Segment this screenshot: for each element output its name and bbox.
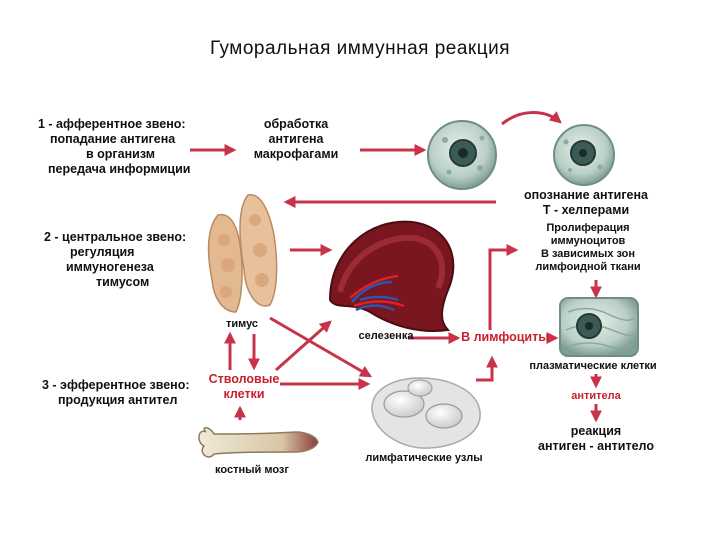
t-helper-cell-image [553, 124, 615, 186]
lymph-nodes-image [371, 377, 481, 449]
macrophage-cell-image [427, 120, 497, 190]
arrow-lymph-nodes-up [476, 355, 498, 382]
proliferation-label: Пролиферация иммуноцитов В зависимых зон… [535, 222, 641, 273]
plasma-cell-image [559, 297, 639, 357]
flow-arrows [190, 111, 602, 423]
stage2-label: 2 - центральное звено: регуляция иммуног… [44, 230, 187, 289]
antibodies-label: антитела [571, 390, 621, 402]
arrow-spleen-to-proliferation [488, 244, 519, 330]
lymph-nodes-label: лимфатические узлы [365, 452, 483, 464]
stage3-label: 3 - эфферентное звено: продукция антител [42, 378, 190, 407]
stage1-label: 1 - афферентное звено: попадание антиген… [38, 117, 191, 176]
spleen-label: селезенка [358, 330, 414, 342]
page-title: Гуморальная иммунная реакция [209, 38, 511, 59]
bone-marrow-label: костный мозг [215, 464, 289, 476]
thymus-image [207, 194, 278, 313]
arrow-macrophage-to-t-helper [501, 111, 562, 126]
thymus-label: тимус [225, 318, 259, 330]
arrow-thymus-to-lymph-nodes [269, 316, 373, 378]
recognition-label: опознание антигена Т - хелперами [524, 188, 648, 217]
stem-cells-label: Стволовые клетки [208, 372, 280, 401]
arrow-stem-to-spleen [275, 320, 332, 372]
reaction-label: реакция антиген - антитело [538, 424, 654, 453]
b-lymphocytes-label: В лимфоциты [461, 330, 549, 344]
processing-label: обработка антигена макрофагами [253, 117, 339, 161]
plasma-cells-label: плазматические клетки [529, 360, 657, 372]
spleen-image [328, 220, 455, 333]
bone-marrow-image [198, 427, 319, 458]
